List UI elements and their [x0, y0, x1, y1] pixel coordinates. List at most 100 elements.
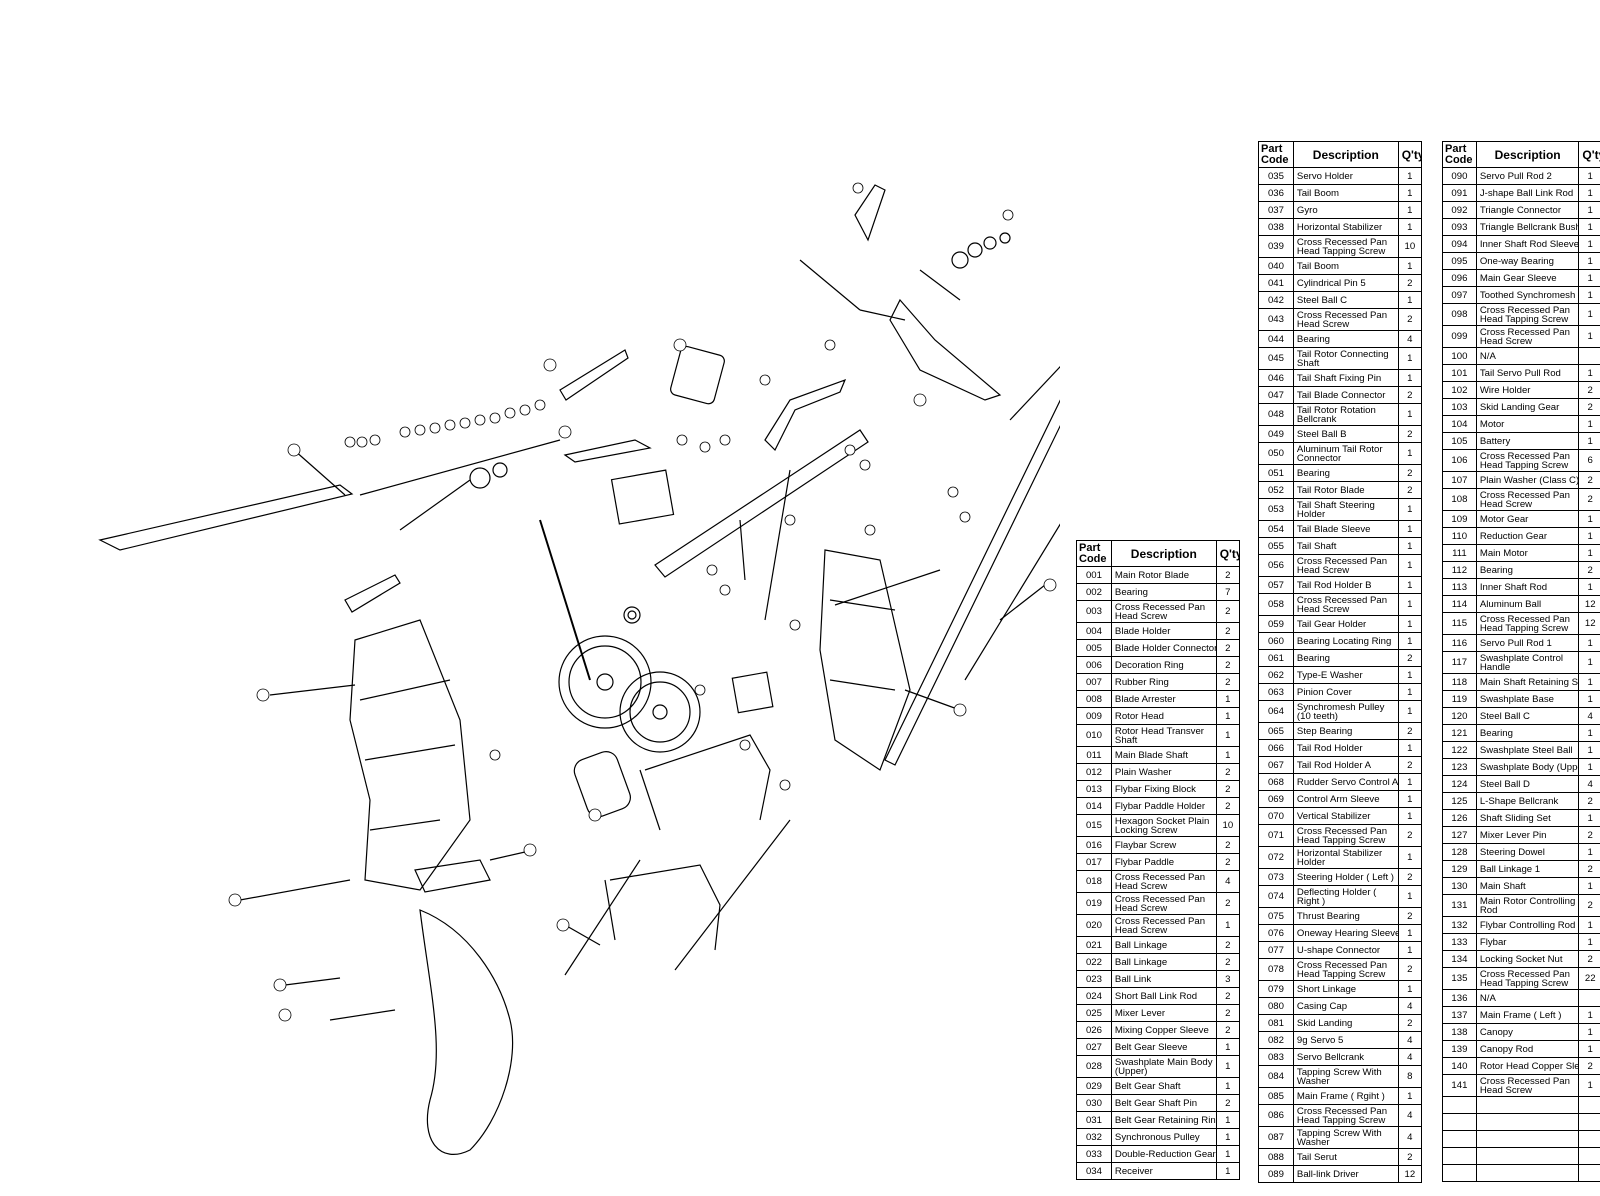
main-rotor-blade-left: [98, 484, 354, 551]
part-code-cell: 105: [1442, 432, 1477, 450]
qty-cell: 1: [1397, 554, 1423, 577]
description-cell: Cross Recessed Pan Head Screw: [1110, 892, 1217, 915]
part-code-cell: 036: [1258, 184, 1294, 202]
part-code-cell: 029: [1076, 1077, 1112, 1095]
qty-cell: 1: [1215, 707, 1241, 725]
description-cell: Flybar: [1475, 933, 1580, 951]
qty-cell: 2: [1397, 308, 1423, 331]
part-code-cell: 047: [1258, 386, 1294, 404]
part-code-cell: 127: [1442, 826, 1477, 844]
description-cell: Short Ball Link Rod: [1110, 987, 1217, 1005]
description-cell: Decoration Ring: [1110, 656, 1217, 674]
description-cell: Main Motor: [1475, 544, 1580, 562]
part-code-cell: 071: [1258, 824, 1294, 847]
description-cell: Hexagon Socket Plain Locking Screw: [1110, 814, 1217, 837]
part-code-cell: 090: [1442, 167, 1477, 185]
qty-cell: 1: [1397, 403, 1423, 426]
description-cell: Cross Recessed Pan Head Tapping Screw: [1292, 1104, 1399, 1127]
tail-rotor-blade: [854, 184, 886, 242]
qty-cell: 1: [1215, 746, 1241, 764]
tail-servo-rod: [884, 399, 1060, 766]
exploded-diagram: [98, 182, 1060, 1155]
qty-cell: 1: [1397, 666, 1423, 684]
part-code-cell: 003: [1076, 600, 1112, 623]
qty-cell: 12: [1578, 595, 1600, 613]
qty-cell: [1578, 347, 1600, 365]
part-code-cell: 024: [1076, 987, 1112, 1005]
qty-cell: 1: [1578, 809, 1600, 827]
part-code-cell: 139: [1442, 1040, 1477, 1058]
description-cell: Tail Gear Holder: [1292, 615, 1399, 633]
qty-cell: 1: [1578, 269, 1600, 287]
part-code-cell: 052: [1258, 481, 1294, 499]
main-gear: [558, 635, 652, 729]
description-cell: Thrust Bearing: [1292, 907, 1399, 925]
description-cell: Mixer Lever: [1110, 1004, 1217, 1022]
description-cell: [1475, 1147, 1580, 1165]
qty-cell: 1: [1397, 257, 1423, 275]
description-cell: Swashplate Main Body (Upper): [1110, 1055, 1217, 1078]
part-code-cell: 092: [1442, 201, 1477, 219]
qty-cell: 4: [1397, 330, 1423, 348]
qty-cell: 1: [1578, 544, 1600, 562]
qty-cell: 4: [1215, 870, 1241, 893]
part-code-cell: 064: [1258, 700, 1294, 723]
description-cell: Belt Gear Shaft: [1110, 1077, 1217, 1095]
part-code-cell: 125: [1442, 792, 1477, 810]
qty-cell: 1: [1215, 1055, 1241, 1078]
description-cell: Vertical Stabilizer: [1292, 807, 1399, 825]
description-cell: Tail Rotor Rotation Bellcrank: [1292, 403, 1399, 426]
description-cell: Cylindrical Pin 5: [1292, 274, 1399, 292]
qty-cell: 2: [1578, 561, 1600, 579]
part-code-cell: 009: [1076, 707, 1112, 725]
qty-cell: 1: [1397, 615, 1423, 633]
part-code-cell: 018: [1076, 870, 1112, 893]
part-code-cell: 068: [1258, 773, 1294, 791]
main-frame-right: [819, 549, 911, 771]
description-cell: Servo Holder: [1292, 167, 1399, 185]
qty-cell: 1: [1397, 520, 1423, 538]
part-code-cell: 078: [1258, 958, 1294, 981]
main-frame-left: [349, 619, 471, 891]
part-code-cell: 028: [1076, 1055, 1112, 1078]
qty-cell: 1: [1578, 415, 1600, 433]
part-code-cell: 128: [1442, 843, 1477, 861]
description-cell: Canopy Rod: [1475, 1040, 1580, 1058]
qty-cell: 1: [1215, 1128, 1241, 1146]
part-code-cell: 011: [1076, 746, 1112, 764]
part-code-cell: 081: [1258, 1014, 1294, 1032]
reduction-gear: [619, 671, 701, 753]
description-cell: Motor Gear: [1475, 510, 1580, 528]
qty-cell: 2: [1215, 1021, 1241, 1039]
part-code-cell: 112: [1442, 561, 1477, 579]
description-cell: Tail Shaft Fixing Pin: [1292, 369, 1399, 387]
part-code-cell: 120: [1442, 707, 1477, 725]
description-cell: Rotor Head Transver Shaft: [1110, 724, 1217, 747]
qty-cell: 1: [1578, 916, 1600, 934]
part-code-cell: 076: [1258, 924, 1294, 942]
